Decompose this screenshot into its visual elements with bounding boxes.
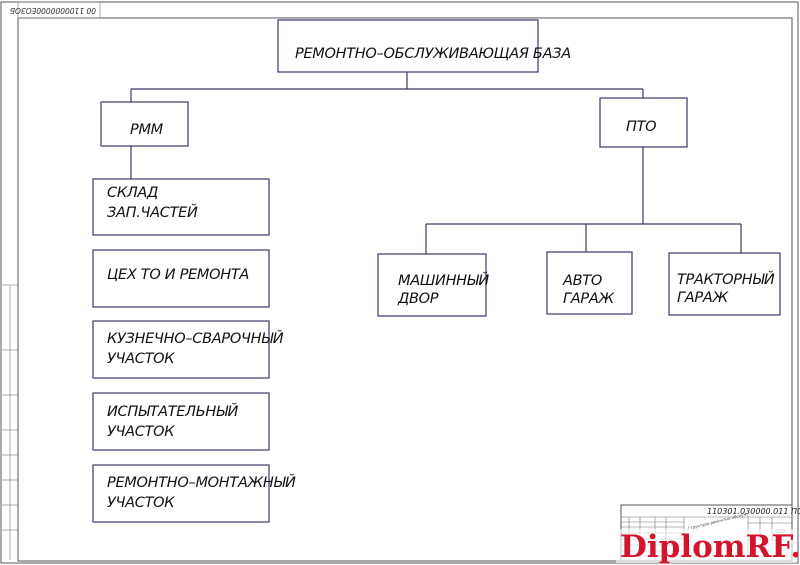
node-testing-line2: УЧАСТОК xyxy=(107,424,175,440)
node-rmm-label: РММ xyxy=(130,122,164,138)
node-machine-yard-line1: МАШИННЫЙ xyxy=(398,271,489,289)
node-maintenance-shop-line1: ЦЕХ ТО И РЕМОНТА xyxy=(107,267,249,283)
node-forge-welding-line2: УЧАСТОК xyxy=(107,351,175,367)
node-testing-line1: ИСПЫТАТЕЛЬНЫЙ xyxy=(107,402,239,420)
node-repair-installation: РЕМОНТНО–МОНТАЖНЫЙ УЧАСТОК xyxy=(92,464,296,523)
node-rmm: РММ xyxy=(100,101,189,147)
node-warehouse-line2: ЗАП.ЧАСТЕЙ xyxy=(107,203,198,221)
left-margin-strip xyxy=(2,284,18,560)
node-root: РЕМОНТНО–ОБСЛУЖИВАЮЩАЯ БАЗА xyxy=(277,19,571,73)
node-forge-welding-line1: КУЗНЕЧНО–СВАРОЧНЫЙ xyxy=(107,329,284,347)
node-warehouse-line1: СКЛАД xyxy=(107,185,158,201)
node-tractor-garage: ТРАКТОРНЫЙ ГАРАЖ xyxy=(668,252,781,316)
node-maintenance-shop: ЦЕХ ТО И РЕМОНТА xyxy=(92,249,270,308)
node-machine-yard: МАШИННЫЙ ДВОР xyxy=(377,253,490,317)
node-pto-label: ПТО xyxy=(626,119,656,135)
corner-code-block: 00 1100000000ЕОЗОБ xyxy=(10,1,101,19)
node-machine-yard-line2: ДВОР xyxy=(397,291,439,307)
node-pto: ПТО xyxy=(599,97,688,148)
node-tractor-garage-line1: ТРАКТОРНЫЙ xyxy=(677,270,775,288)
node-repair-installation-line2: УЧАСТОК xyxy=(107,495,175,511)
node-warehouse: СКЛАД ЗАП.ЧАСТЕЙ xyxy=(92,178,270,236)
watermark-text: DiplomRF.ru xyxy=(620,529,800,565)
node-root-label: РЕМОНТНО–ОБСЛУЖИВАЮЩАЯ БАЗА xyxy=(295,46,571,62)
node-repair-installation-line1: РЕМОНТНО–МОНТАЖНЫЙ xyxy=(107,473,296,491)
corner-code: 00 1100000000ЕОЗОБ xyxy=(10,6,96,15)
watermark-logo: DiplomRF.ru xyxy=(616,529,800,565)
stamp-code: 110301.030000.011 ПО xyxy=(707,507,800,516)
node-testing: ИСПЫТАТЕЛЬНЫЙ УЧАСТОК xyxy=(92,392,270,451)
node-auto-garage: АВТО ГАРАЖ xyxy=(546,251,633,315)
node-auto-garage-line1: АВТО xyxy=(562,273,602,289)
node-tractor-garage-line2: ГАРАЖ xyxy=(677,290,729,306)
node-forge-welding: КУЗНЕЧНО–СВАРОЧНЫЙ УЧАСТОК xyxy=(92,320,284,379)
diagram-connectors xyxy=(130,72,742,254)
node-auto-garage-line2: ГАРАЖ xyxy=(563,291,615,307)
inner-frame xyxy=(17,17,793,562)
